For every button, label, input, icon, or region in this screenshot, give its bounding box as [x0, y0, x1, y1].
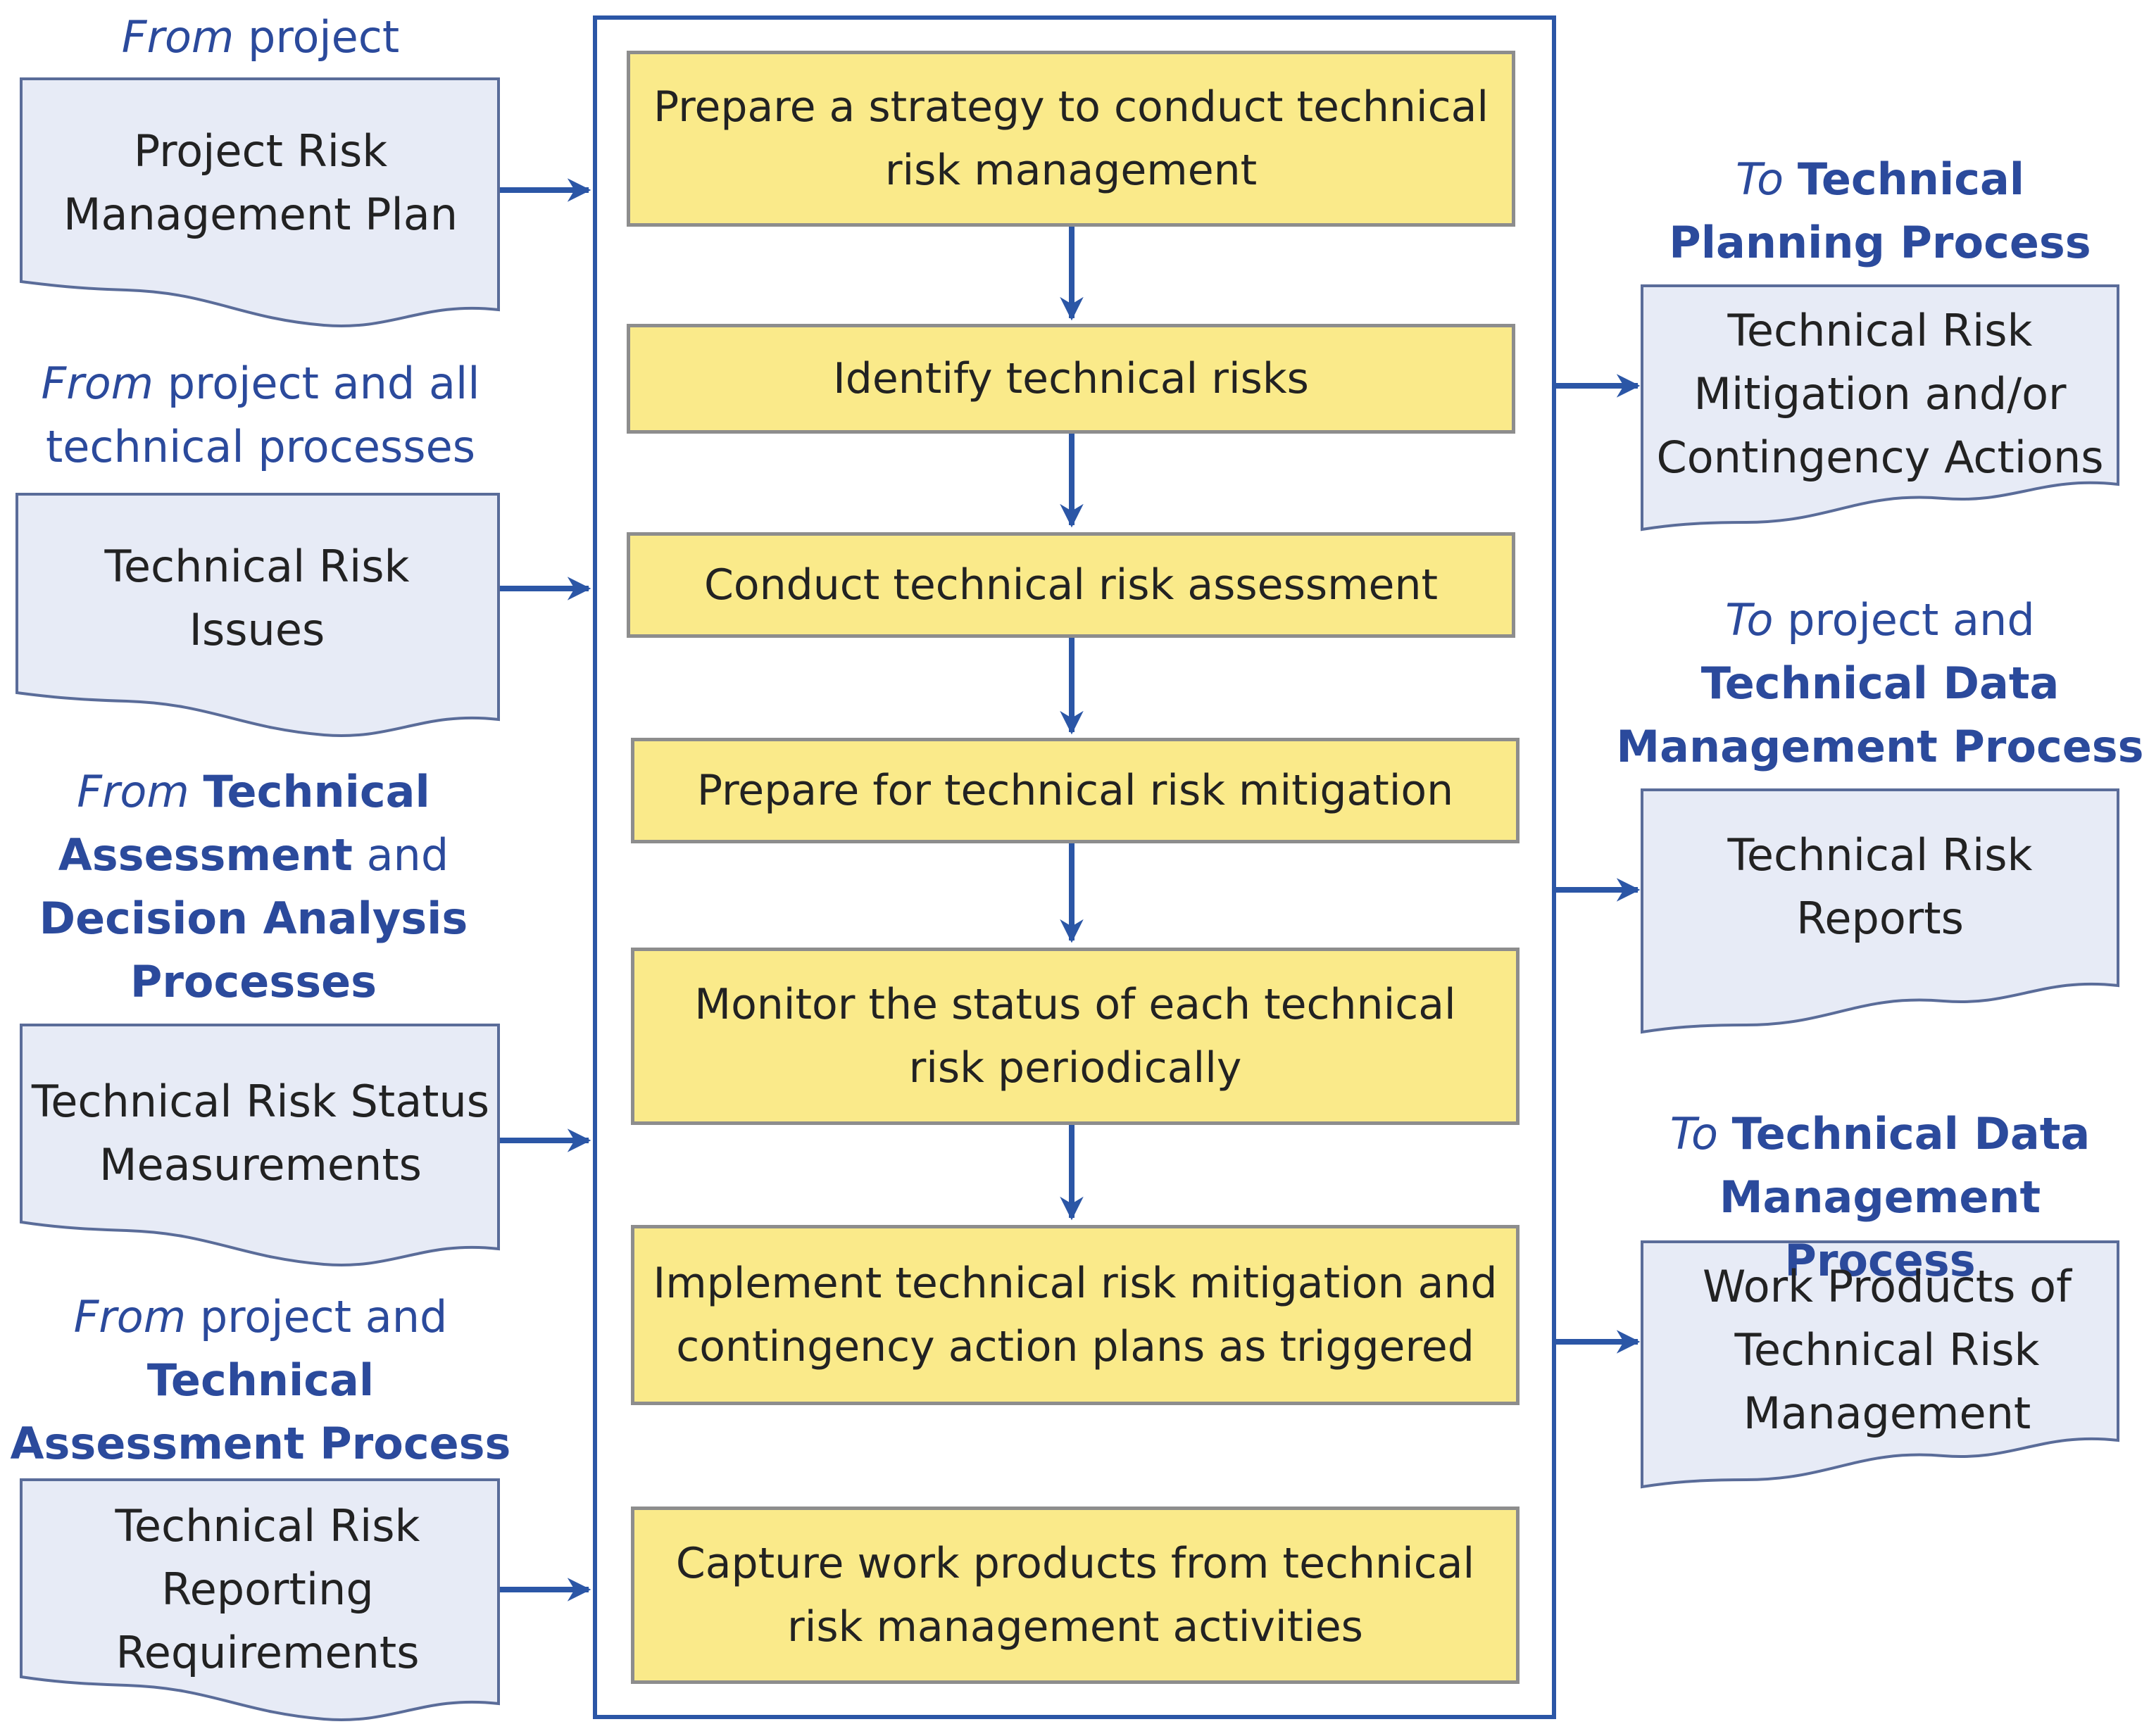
input-source-label-4: From project and Technical Assessment Pr… — [10, 1291, 511, 1469]
input-doc-3: Technical Risk Status Measurements — [31, 1076, 490, 1190]
input-source-label-1: From project — [121, 11, 400, 63]
output-doc-shape-1 — [1641, 284, 2119, 532]
step-5: Monitor the status of each technical ris… — [631, 948, 1520, 1125]
step-3: Conduct technical risk assessment — [627, 532, 1515, 638]
input-source-label-3: From Technical Assessment and Decision A… — [39, 766, 468, 1007]
output-dest-label-1: To Technical Planning Process — [1669, 153, 2091, 268]
step-6: Implement technical risk mitigation and … — [631, 1225, 1520, 1405]
input-doc-shape-3 — [20, 1024, 500, 1266]
process-frame — [593, 15, 1556, 1719]
output-dest-label-2: To project and Technical Data Management… — [1616, 594, 2144, 772]
input-doc-shape-4 — [20, 1478, 500, 1721]
output-doc-shape-2 — [1641, 788, 2119, 1034]
input-doc-1: Project Risk Management Plan — [63, 125, 458, 240]
step-1: Prepare a strategy to conduct technical … — [627, 51, 1515, 227]
output-doc-3: Work Products of Technical Risk Manageme… — [1703, 1261, 2072, 1439]
output-doc-1: Technical Risk Mitigation and/or Conting… — [1656, 305, 2104, 483]
step-4: Prepare for technical risk mitigation — [631, 738, 1520, 843]
input-source-label-2: From project and all technical processes — [41, 358, 480, 472]
input-doc-4: Technical Risk Reporting Requirements — [115, 1500, 420, 1678]
step-2: Identify technical risks — [627, 324, 1515, 434]
input-doc-2: Technical Risk Issues — [104, 541, 410, 655]
output-doc-shape-3 — [1641, 1240, 2119, 1489]
input-doc-shape-2 — [15, 493, 500, 737]
input-doc-shape-1 — [20, 77, 500, 327]
output-dest-label-3: To Technical Data Management Process — [1669, 1108, 2091, 1286]
step-7: Capture work products from technical ris… — [631, 1507, 1520, 1684]
output-doc-2: Technical Risk Reports — [1727, 829, 2033, 944]
